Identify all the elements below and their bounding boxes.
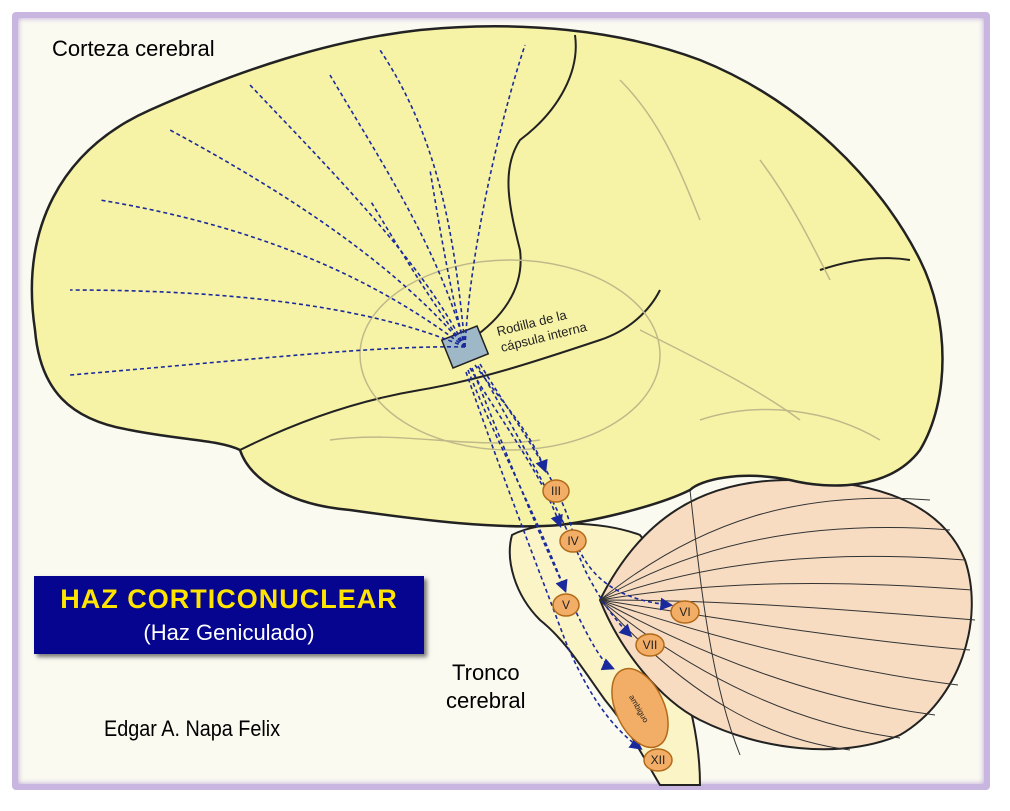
cranial-nuclei [542,479,700,772]
title-sub: (Haz Geniculado) [143,620,315,645]
sulci [239,34,911,451]
cortical-fibers [69,44,526,376]
title-main: HAZ CORTICONUCLEAR [60,584,398,614]
nucleus-V [552,593,580,617]
nucleus-IV [559,529,587,553]
cerebellum [598,478,973,751]
nucleus-label: VII [643,638,658,652]
title-box: HAZ CORTICONUCLEAR (Haz Geniculado) [34,576,424,654]
brainstem-label-line1: Tronco [452,660,520,685]
nucleus-label: III [551,484,561,498]
nucleus-label: VI [679,605,690,619]
cerebrum [30,25,944,528]
nucleus-label: V [562,598,570,612]
nucleus-label: XII [651,753,666,767]
brainstem-label-line2: cerebral [446,688,526,713]
cerebellum-folia [599,489,976,756]
nucleus-XII [643,748,673,772]
nucleus-VII [635,633,665,657]
cortex-label: Corteza cerebral [52,36,215,61]
nucleus-ambiguus [611,667,669,749]
nucleus-VI [670,600,700,624]
author-label: Edgar A. Napa Felix [104,716,281,741]
faint-gyri [329,79,881,451]
nucleus-label: IV [567,534,578,548]
nucleus-III [542,479,570,503]
